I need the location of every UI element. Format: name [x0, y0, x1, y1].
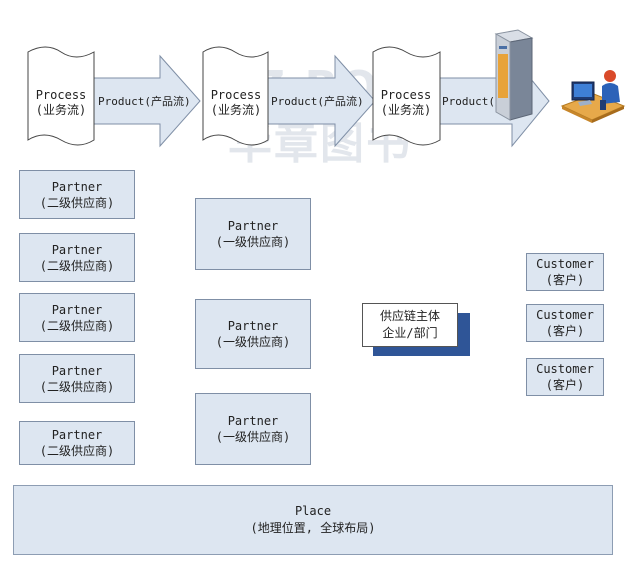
partner-role: (二级供应商)	[39, 444, 115, 458]
partner-role: (一级供应商)	[215, 335, 291, 349]
tier2-partner-box: Partner (二级供应商)	[19, 421, 135, 465]
customer-role: (客户)	[545, 324, 585, 338]
process-sub: (业务流)	[35, 103, 87, 117]
tier2-partner-box: Partner (二级供应商)	[19, 354, 135, 403]
place-desc: (地理位置, 全球布局)	[250, 521, 376, 535]
core-line-1: 供应链主体	[379, 309, 440, 323]
partner-name: Partner	[51, 428, 103, 442]
customer-box: Customer (客户)	[526, 253, 604, 291]
arrow-label-2: Product(产品流)	[271, 95, 364, 108]
process-name: Process	[380, 88, 432, 102]
partner-name: Partner	[227, 414, 279, 428]
process-name: Process	[210, 88, 262, 102]
process-doc-1	[27, 46, 95, 146]
tier2-partner-box: Partner (二级供应商)	[19, 233, 135, 282]
partner-role: (二级供应商)	[39, 318, 115, 333]
partner-name: Partner	[51, 179, 103, 194]
partner-role: (一级供应商)	[215, 235, 291, 249]
process-label-1: Process (业务流)	[28, 88, 94, 118]
process-doc-2	[202, 46, 269, 146]
customer-box: Customer (客户)	[526, 358, 604, 396]
partner-role: (一级供应商)	[215, 430, 291, 444]
computer-user-icon	[560, 70, 626, 123]
customer-name: Customer	[536, 308, 594, 322]
tier2-partner-box: Partner (二级供应商)	[19, 170, 135, 219]
customer-name: Customer	[536, 257, 594, 271]
process-label-3: Process (业务流)	[373, 88, 439, 118]
partner-name: Partner	[227, 219, 279, 233]
tier1-partner-box: Partner (一级供应商)	[195, 198, 311, 270]
core-enterprise-box: 供应链主体 企业/部门	[362, 303, 458, 347]
place-name: Place	[294, 504, 332, 518]
process-name: Process	[35, 88, 87, 102]
arrow-label-1: Product(产品流)	[98, 95, 191, 108]
product-arrow-1	[93, 54, 201, 148]
process-sub: (业务流)	[380, 103, 432, 117]
process-sub: (业务流)	[210, 103, 262, 117]
partner-name: Partner	[227, 319, 279, 333]
customer-role: (客户)	[545, 378, 585, 392]
tier2-partner-box: Partner (二级供应商)	[19, 293, 135, 342]
partner-name: Partner	[51, 242, 103, 257]
partner-role: (二级供应商)	[39, 195, 115, 210]
server-icon	[494, 29, 534, 121]
partner-role: (二级供应商)	[39, 379, 115, 394]
product-arrow-2	[265, 54, 376, 148]
partner-role: (二级供应商)	[39, 258, 115, 273]
customer-box: Customer (客户)	[526, 304, 604, 342]
partner-name: Partner	[51, 363, 103, 378]
customer-role: (客户)	[545, 273, 585, 287]
customer-name: Customer	[536, 362, 594, 376]
tier1-partner-box: Partner (一级供应商)	[195, 299, 311, 369]
core-line-2: 企业/部门	[382, 326, 438, 340]
process-label-2: Process (业务流)	[203, 88, 269, 118]
tier1-partner-box: Partner (一级供应商)	[195, 393, 311, 465]
partner-name: Partner	[51, 302, 103, 317]
process-doc-3	[372, 46, 441, 146]
process-flow	[27, 46, 550, 148]
place-box: Place (地理位置, 全球布局)	[13, 485, 613, 555]
